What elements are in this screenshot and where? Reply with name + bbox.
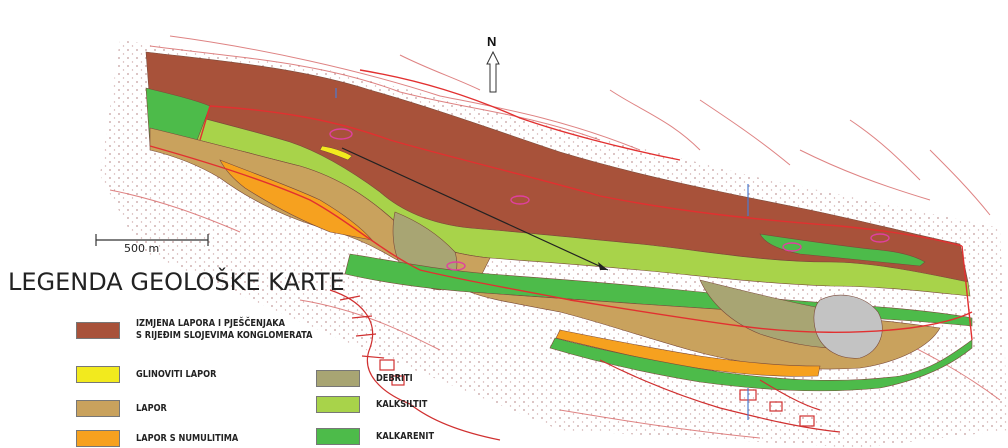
legend-item-calcarenite: KALKARENIT: [316, 428, 447, 445]
unit-quarry: [813, 294, 883, 359]
legend-label-flysch: IZMJENA LAPORA I PJEŠČENJAKA S RIJEĐIM S…: [136, 318, 313, 341]
legend-item-nummulite-marl: LAPOR S NUMULITIMA: [76, 430, 261, 447]
legend-label-marl: LAPOR: [136, 402, 167, 414]
road-markers: [335, 88, 749, 420]
legend-label-nummulite-marl: LAPOR S NUMULITIMA: [136, 432, 239, 444]
legend-swatch-clay-marl: [76, 366, 120, 383]
legend-title: LEGENDA GEOLOŠKE KARTE: [8, 268, 345, 296]
legend-swatch-calcarenite: [316, 428, 360, 445]
cross-section-line: [341, 147, 609, 271]
legend-item-marl: LAPOR: [76, 400, 174, 417]
legend-label-calcarenite: KALKARENIT: [376, 430, 435, 442]
legend-swatch-nummulite-marl: [76, 430, 120, 447]
legend-item-calcsiltite: KALKSILTIT: [316, 396, 439, 413]
legend-label-clay-marl: GLINOVITI LAPOR: [136, 368, 217, 380]
unit-clay-marl-lens: [319, 145, 353, 161]
study-area-outline: [149, 69, 973, 341]
unit-marl-south: [469, 291, 941, 370]
coastal-structures: [329, 289, 841, 441]
legend-item-flysch: IZMJENA LAPORA I PJEŠČENJAKA S RIJEĐIM S…: [76, 318, 351, 342]
legend-label-calcsiltite: KALKSILTIT: [376, 398, 428, 410]
legend-swatch-calcsiltite: [316, 396, 360, 413]
legend-item-debrites: DEBRITI: [316, 370, 421, 387]
scale-bar: [95, 234, 209, 246]
legend-swatch-flysch: [76, 321, 120, 339]
north-arrow: [486, 50, 500, 93]
north-label: N: [487, 34, 497, 49]
pink-annotations: [329, 128, 890, 271]
scale-bar-label: 500 m: [124, 242, 159, 255]
unit-calcarenite-east-strip: [759, 233, 926, 267]
legend-swatch-debrites: [316, 370, 360, 387]
legend-label-debrites: DEBRITI: [376, 372, 413, 384]
legend-item-clay-marl: GLINOVITI LAPOR: [76, 366, 234, 383]
legend-swatch-marl: [76, 400, 120, 417]
